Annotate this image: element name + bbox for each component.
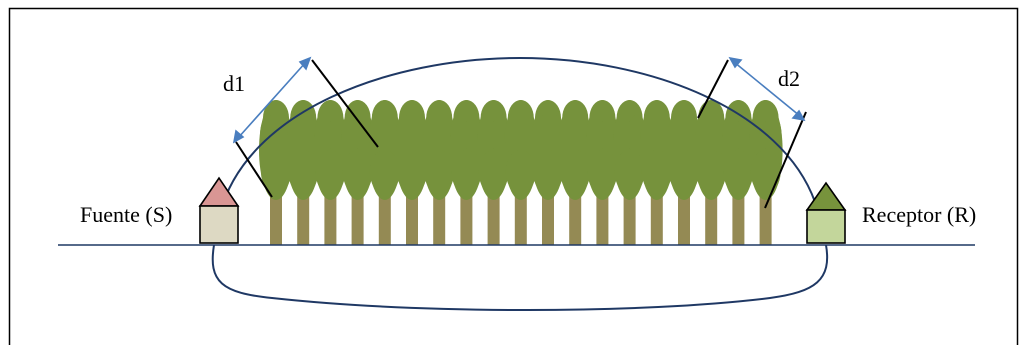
tree-icon bbox=[313, 100, 347, 245]
tree-icon bbox=[449, 100, 483, 245]
tree-icon bbox=[286, 100, 320, 245]
tree-icon bbox=[422, 100, 456, 245]
tree-icon bbox=[749, 100, 783, 245]
tree-crown bbox=[751, 150, 781, 194]
tree-icon bbox=[504, 100, 538, 245]
source-label: Fuente (S) bbox=[80, 202, 172, 227]
tree-icon bbox=[667, 100, 701, 245]
lower-path-curve bbox=[213, 245, 827, 310]
tree-icon bbox=[694, 100, 728, 245]
tree-icon bbox=[558, 100, 592, 245]
tree-icon bbox=[585, 100, 619, 245]
source-house-icon bbox=[200, 178, 238, 243]
tree-icon bbox=[613, 100, 647, 245]
tree-icon bbox=[640, 100, 674, 245]
tree-icon bbox=[531, 100, 565, 245]
receiver-label: Receptor (R) bbox=[862, 202, 976, 227]
tree-icon bbox=[395, 100, 429, 245]
tree-icon bbox=[477, 100, 511, 245]
d2-label: d2 bbox=[778, 66, 800, 91]
receiver-house-icon bbox=[807, 183, 845, 243]
tree-icon bbox=[368, 100, 402, 245]
d1-label: d1 bbox=[223, 71, 245, 96]
tree-row bbox=[259, 100, 783, 245]
